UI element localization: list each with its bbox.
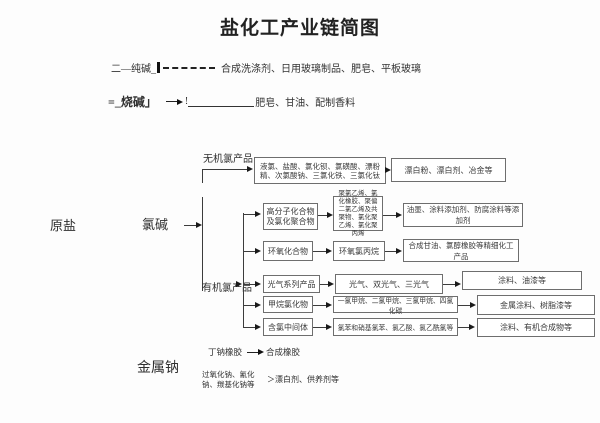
arrow-right-icon (470, 302, 476, 308)
legend-excl: ! (184, 96, 189, 107)
rubber-note-row: 丁钠橡胶 合成橡胶 (208, 346, 300, 358)
arrow-right-icon (396, 248, 402, 254)
arrow-right-icon (255, 248, 261, 254)
connector-row5-line2 (313, 327, 327, 328)
arrow-right-icon (469, 324, 475, 330)
arrow-right-icon (176, 98, 183, 105)
label-sodium-metal: 金属钠 (137, 361, 179, 376)
label-raw-salt: 原盐 (50, 218, 77, 233)
connector-row5-line3 (458, 327, 470, 328)
legend-soda-ash-label: 二—纯碱_ (111, 64, 156, 75)
label-organic-products: 有机氯产品 (202, 283, 252, 294)
organic-row1-intermediate-box: 聚氯乙烯、氯化橡胶、聚偏二氯乙烯及共聚物、氯化聚乙烯、氯化聚丙烯 (333, 190, 383, 237)
connector-row1-line2 (318, 215, 329, 216)
organic-row3-intermediate-box: 光气、双光气、三光气 (335, 274, 443, 294)
legend-soda-ash-row: 二—纯碱_ 合成洗涤剂、日用玻璃制品、肥皂、平板玻璃 (111, 60, 421, 75)
organic-row1-uses-box: 油墨、涂料添加剂、防腐涂料等添加剂 (403, 203, 523, 227)
organic-row5-intermediate-box: 氯苯和硝基氯苯、氯乙酸、氯乙酰氯等 (333, 318, 458, 336)
legend-bar-glyph (157, 62, 160, 73)
arrow-right-icon (255, 302, 261, 308)
organic-row5-category-box: 含氯中间体 (263, 318, 313, 336)
legend-dashed-connector (163, 66, 215, 69)
connector-row4-line (243, 305, 256, 306)
sodium-uses-text: ＞漂白剂、供养剂等 (267, 375, 339, 384)
label-inorganic-products: 无机氯产品 (203, 154, 253, 165)
page-title: 盐化工产业链简图 (219, 18, 380, 39)
connector-row1-line (243, 214, 256, 215)
connector-row5-line (243, 327, 256, 328)
arrow-right-icon (455, 281, 461, 287)
organic-row5-uses-box: 涂料、有机合成物等 (477, 318, 595, 337)
rubber-arrow-line (247, 351, 259, 353)
legend-caustic-soda-row: =_烧碱」 ! 肥皂、甘油、配制香料 (108, 93, 355, 110)
arrow-right-icon (326, 248, 332, 254)
organic-row3-category-box: 光气系列产品 (263, 275, 320, 293)
legend-soda-ash-products: 合成洗涤剂、日用玻璃制品、肥皂、平板玻璃 (221, 64, 421, 75)
connector-inorganic-line (202, 169, 248, 170)
connector-row3-line2 (320, 284, 330, 285)
connector-trunk1 (202, 197, 203, 291)
label-chlor-alkali: 氯碱 (142, 217, 169, 232)
organic-row1-category-box: 高分子化合物及氯化聚合物 (263, 203, 318, 230)
connector-trunk1-tail (202, 169, 203, 183)
connector-chloralkali-line (184, 225, 198, 226)
arrow-right-icon (327, 212, 333, 218)
rubber-target-label: 合成橡胶 (266, 347, 301, 357)
sodium-products-text: 过氧化钠、氰化钠、羰基化钠等 (202, 370, 255, 389)
inorganic-uses-box: 漂白粉、漂白剂、冶金等 (391, 158, 506, 182)
rubber-source-label: 丁钠橡胶 (208, 347, 243, 357)
arrow-right-icon (396, 212, 402, 218)
inorganic-products-box: 液氯、盐酸、氯化钡、氯磺酸、漂粉精、次氯酸钠、三氯化铁、三氯化钛 (254, 157, 386, 184)
organic-row4-intermediate-box: 一氯甲烷、二氯甲烷、三氯甲烷、四氯化碳 (333, 296, 458, 315)
connector-row3-line3 (443, 284, 456, 285)
arrow-right-icon (326, 302, 332, 308)
legend-arrow-line (165, 101, 177, 102)
organic-row4-category-box: 甲烷氯化物 (263, 296, 313, 313)
connector-row3-line (243, 284, 256, 285)
connector-row1-line3 (383, 215, 397, 216)
organic-row2-uses-box: 合成甘油、氯醇橡胶等精细化工产品 (403, 239, 519, 262)
arrow-right-icon (236, 281, 242, 287)
arrow-right-icon (385, 167, 391, 173)
connector-row4-line2 (313, 305, 327, 306)
arrow-right-icon (326, 324, 332, 330)
connector-trunk2 (243, 213, 244, 328)
arrow-right-icon (258, 349, 265, 355)
organic-row2-intermediate-box: 环氧氯丙烷 (333, 241, 385, 261)
organic-row3-uses-box: 涂料、油漆等 (462, 271, 582, 290)
arrow-right-icon (196, 222, 202, 228)
organic-row2-category-box: 环氧化合物 (263, 241, 313, 261)
arrow-right-icon (247, 166, 253, 172)
connector-row2-line2 (313, 251, 327, 252)
legend-caustic-soda-label: =_烧碱」 (108, 95, 157, 109)
connector-row4-line3 (458, 305, 471, 306)
connector-row2-line (243, 251, 256, 252)
legend-underline (188, 97, 255, 107)
connector-row2-line3 (385, 251, 397, 252)
arrow-right-icon (255, 324, 261, 330)
organic-row4-uses-box: 金属涂料、树脂漆等 (477, 295, 595, 315)
legend-caustic-soda-products: 肥皂、甘油、配制香料 (255, 98, 356, 109)
arrow-right-icon (255, 281, 261, 287)
arrow-right-icon (328, 281, 334, 287)
arrow-right-icon (255, 211, 261, 217)
